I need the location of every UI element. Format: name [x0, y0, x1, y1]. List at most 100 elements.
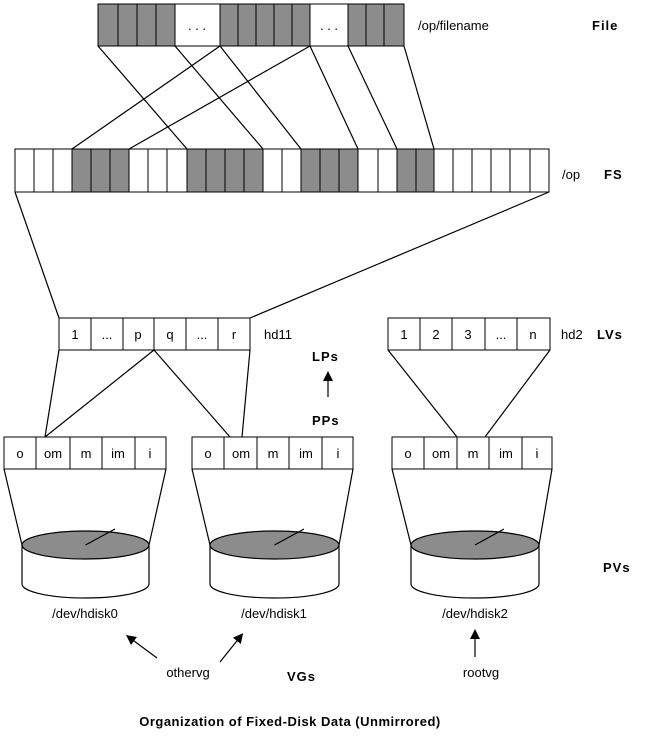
fs-block	[281, 148, 302, 193]
file-ellipsis-text: . . .	[188, 18, 206, 33]
pp-cell	[134, 436, 167, 470]
othervg-arrow-hdisk1	[219, 633, 244, 663]
fs-block	[71, 148, 92, 193]
file-block	[97, 3, 119, 47]
lp-cell-label: 2	[432, 327, 439, 342]
mapping-line	[484, 349, 551, 438]
pvs-layer-label: PVs	[603, 560, 631, 575]
mapping-line	[403, 45, 435, 150]
mapping-line	[219, 45, 302, 150]
fs-block-row	[14, 148, 550, 193]
mapping-line	[128, 45, 311, 150]
disk-sector-line	[85, 528, 116, 546]
disk-name-hdisk1: /dev/hdisk1	[241, 606, 307, 621]
fs-block	[490, 148, 511, 193]
vgs-layer-label: VGs	[287, 669, 316, 684]
file-block	[255, 3, 275, 47]
disk-body	[410, 545, 540, 599]
lp-cell-label: ...	[496, 327, 507, 342]
lp-cell	[451, 317, 486, 351]
mapping-line	[241, 349, 251, 438]
pp-cell-label: o	[16, 446, 23, 461]
lp-cell-label: 1	[71, 327, 78, 342]
lp-cell-label: 1	[400, 327, 407, 342]
pp-cell-label: i	[536, 446, 539, 461]
mapping-line	[391, 468, 412, 546]
disk-sector-line	[474, 528, 505, 546]
file-layer-label: File	[592, 18, 618, 33]
fs-block	[128, 148, 149, 193]
file-path-label: /op/filename	[418, 18, 489, 33]
file-ellipsis-text: . . .	[320, 18, 338, 33]
fs-block	[33, 148, 54, 193]
pp-cell	[3, 436, 37, 470]
lv-hd2: 1 2 3 ... n	[387, 317, 551, 351]
file-block	[347, 3, 367, 47]
pp-cell-label: i	[337, 446, 340, 461]
lv-name-hd11: hd11	[264, 327, 292, 342]
pp-row-hdisk1: o om m im i	[191, 436, 354, 470]
lp-cell-label: ...	[102, 327, 113, 342]
file-block	[117, 3, 138, 47]
pp-cell	[456, 436, 490, 470]
disk-hdisk0	[21, 528, 150, 599]
fs-block	[452, 148, 473, 193]
fs-block	[529, 148, 550, 193]
fs-block	[14, 148, 35, 193]
mapping-line	[538, 468, 553, 546]
pp-cell-label: o	[404, 446, 411, 461]
lp-cell-label: n	[529, 327, 536, 342]
fs-block	[90, 148, 111, 193]
fs-block	[396, 148, 417, 193]
fs-block	[109, 148, 130, 193]
fs-block	[357, 148, 379, 193]
pp-cell-label: m	[268, 446, 279, 461]
disk-name-hdisk2: /dev/hdisk2	[442, 606, 508, 621]
pps-label: PPs	[312, 413, 340, 428]
disk-body	[21, 545, 150, 599]
pp-cell	[391, 436, 425, 470]
lp-cell	[217, 317, 251, 351]
lp-cell-label: p	[134, 327, 141, 342]
file-block	[136, 3, 157, 47]
pp-row-hdisk0: o om m im i	[3, 436, 167, 470]
mapping-line	[44, 349, 60, 438]
pp-cell	[521, 436, 553, 470]
disk-hdisk2	[410, 528, 540, 599]
fs-block	[300, 148, 321, 193]
lvs-layer-label: LVs	[597, 327, 623, 342]
lp-cell	[387, 317, 421, 351]
othervg-arrow-hdisk0	[125, 635, 158, 659]
pp-cell	[35, 436, 71, 470]
pp-cell	[488, 436, 523, 470]
lp-cell-label: 3	[464, 327, 471, 342]
file-block	[291, 3, 311, 47]
disk-body	[209, 545, 340, 599]
pp-cell-label: om	[232, 446, 250, 461]
mapping-line	[148, 468, 167, 546]
mapping-line	[97, 45, 188, 150]
pp-cell-label: m	[81, 446, 92, 461]
disk-sector-line	[274, 528, 305, 546]
lv-to-pp-lines	[44, 349, 551, 438]
pp-cell-label: om	[432, 446, 450, 461]
lp-cell-label: q	[166, 327, 173, 342]
fs-block	[377, 148, 398, 193]
file-block	[219, 3, 239, 47]
mapping-line	[191, 468, 211, 546]
fs-block	[243, 148, 264, 193]
pp-cell-label: i	[149, 446, 152, 461]
fs-block	[338, 148, 359, 193]
mapping-line	[309, 45, 359, 150]
lps-label: LPs	[312, 349, 339, 364]
pp-cell	[288, 436, 323, 470]
lv-hd11: 1 ... p q ... r	[58, 317, 251, 351]
file-block	[365, 3, 385, 47]
pp-cell-label: m	[468, 446, 479, 461]
disk-name-hdisk0: /dev/hdisk0	[52, 606, 118, 621]
pp-cell	[101, 436, 136, 470]
lp-cell	[516, 317, 551, 351]
pp-cell-label: im	[499, 446, 513, 461]
lp-cell-label: ...	[197, 327, 208, 342]
